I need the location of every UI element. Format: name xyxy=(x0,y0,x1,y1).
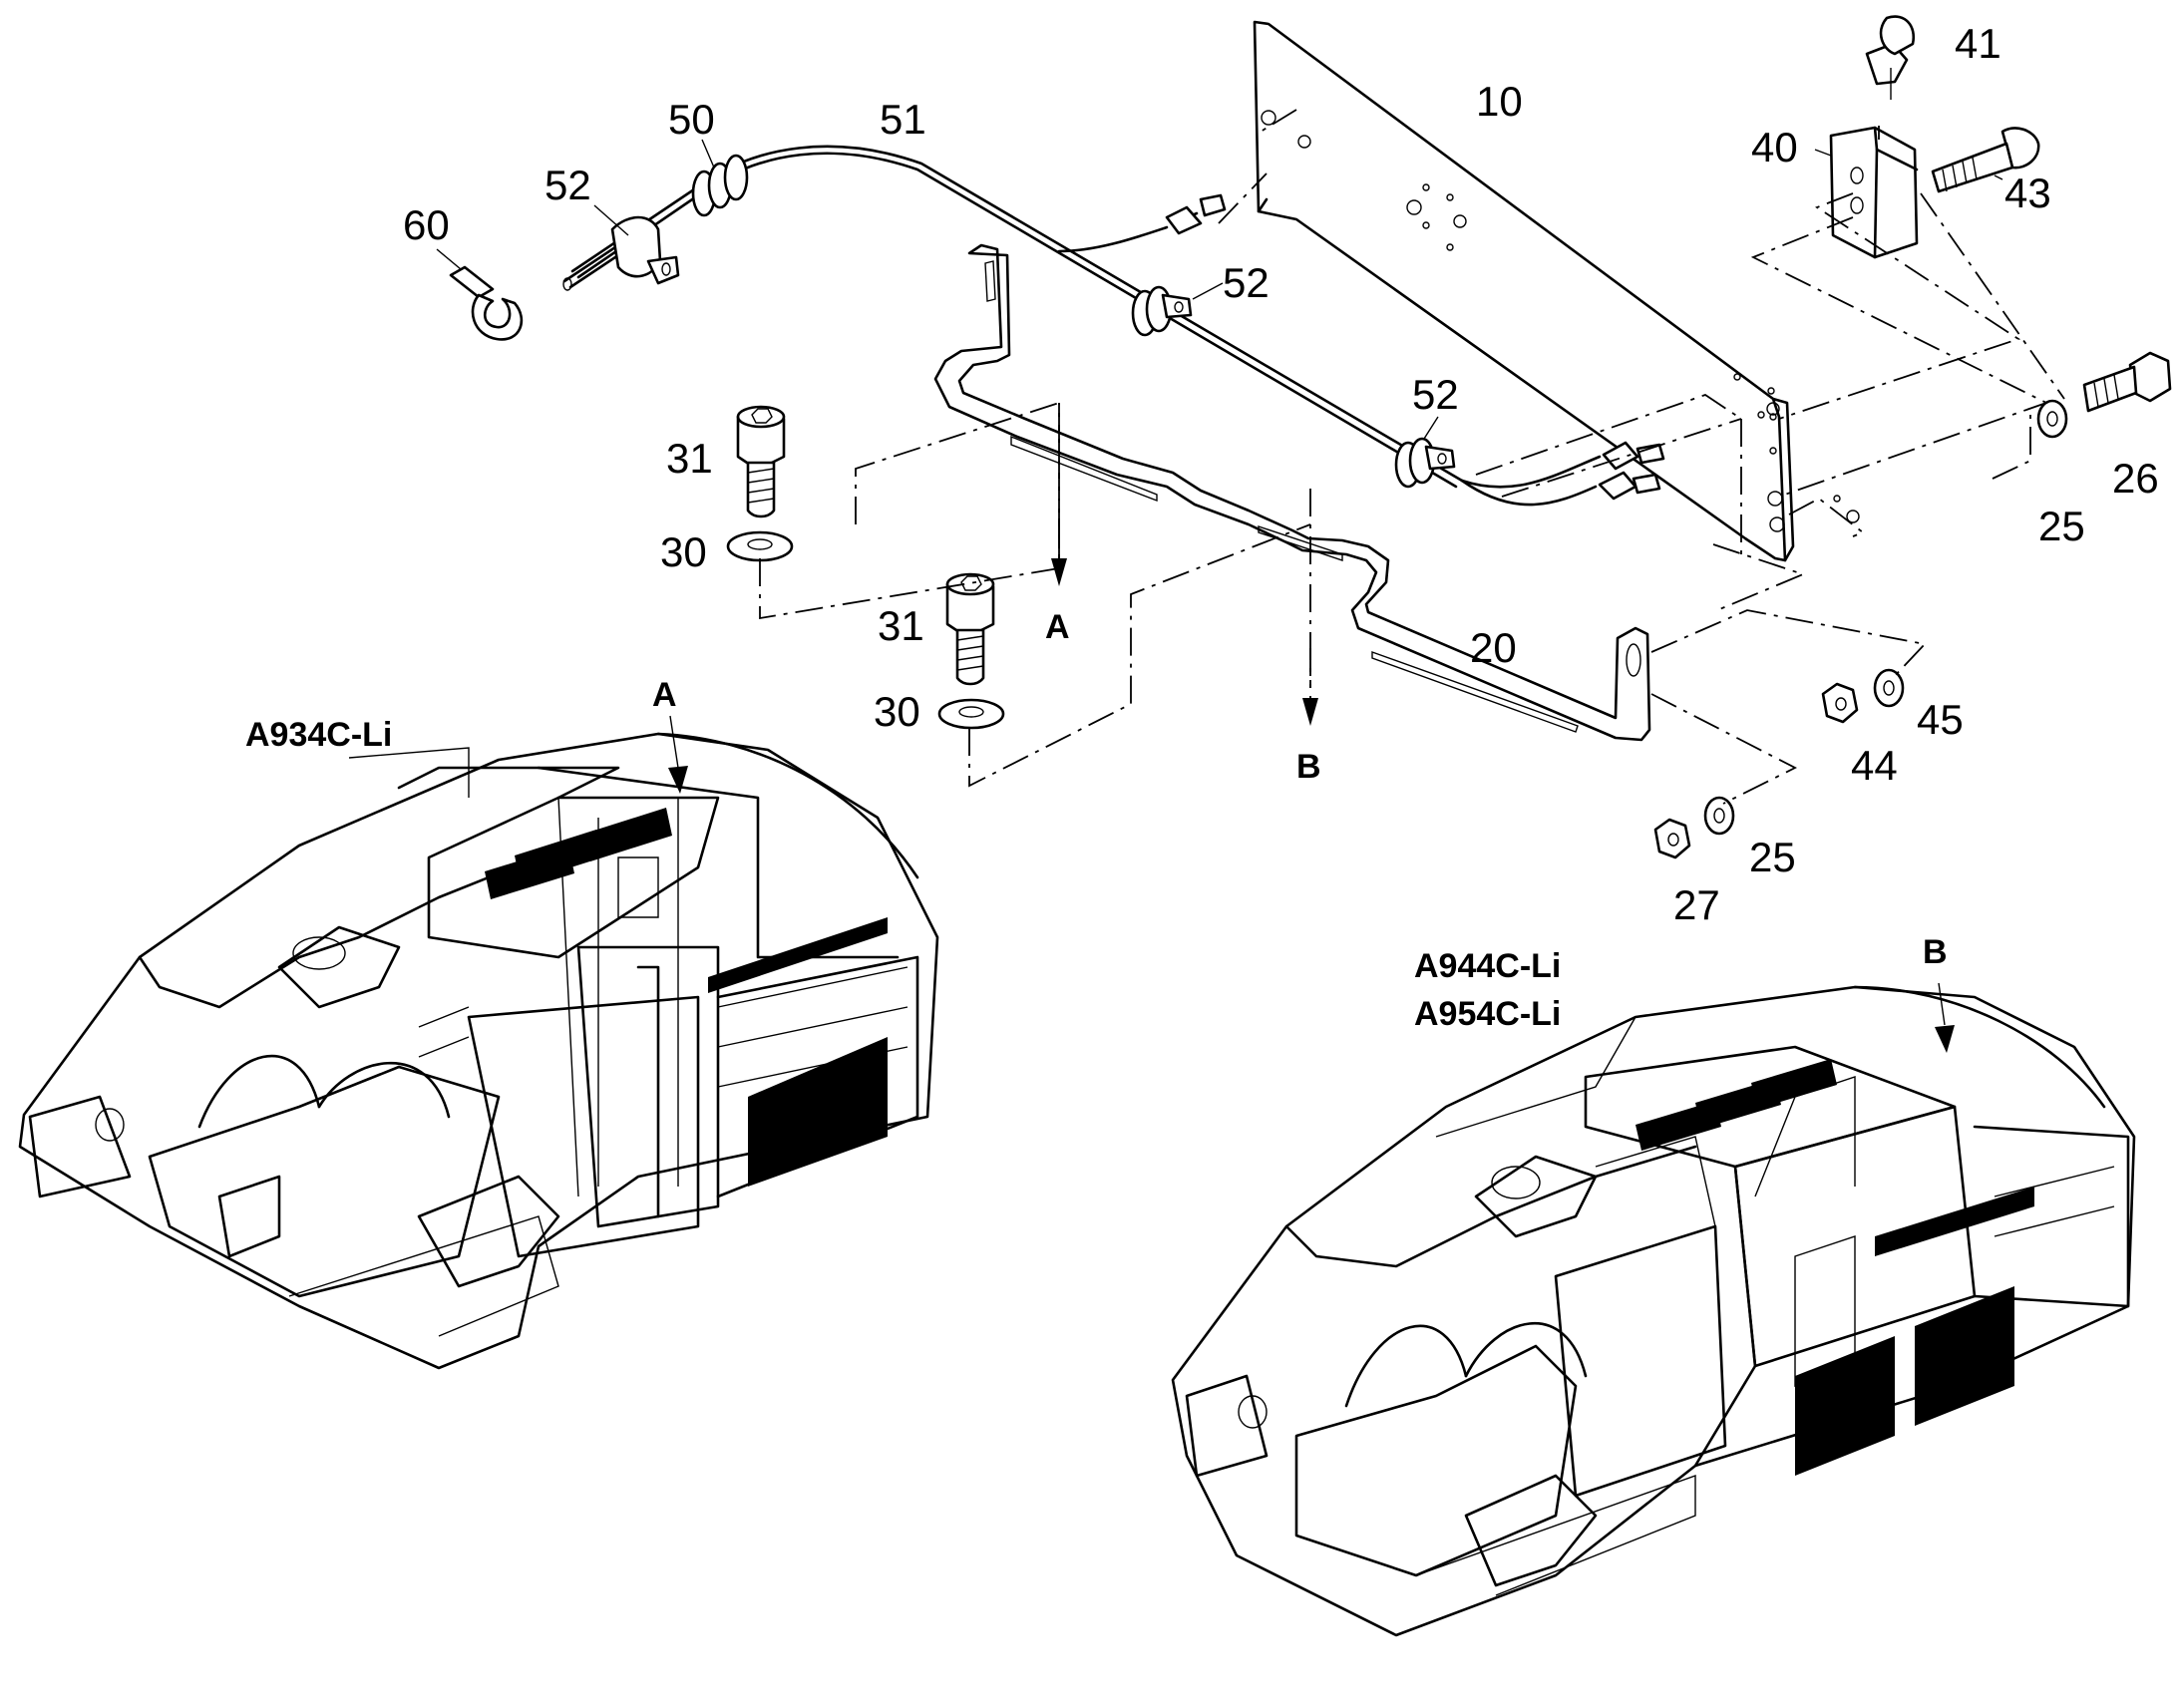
model-label-a944c: A944C-Li xyxy=(1414,947,1561,985)
callout-labels: 10 20 25 25 26 27 30 30 31 31 40 41 43 4… xyxy=(403,20,2159,928)
part-52-clamp-right xyxy=(1394,437,1456,489)
callout-40: 40 xyxy=(1751,124,1798,171)
callout-45: 45 xyxy=(1917,696,1964,743)
part-31-screw-right xyxy=(945,572,995,686)
view-ref-a-machine: A xyxy=(652,676,677,714)
machine-a934c-li xyxy=(18,715,939,1370)
model-labels: A934C-Li A944C-Li A954C-Li xyxy=(245,716,1561,1033)
callout-26: 26 xyxy=(2112,455,2159,502)
part-43-screw xyxy=(1931,127,2040,193)
view-arrow-b-exploded xyxy=(1302,648,1318,726)
part-20-bracket xyxy=(933,243,1651,742)
machine-a944c-a954c-li xyxy=(1171,982,2136,1637)
part-41-bulb xyxy=(1865,15,1916,86)
callout-52-left: 52 xyxy=(545,162,591,208)
part-26-bolt xyxy=(2082,351,2172,413)
callout-51: 51 xyxy=(880,96,926,143)
part-44-nut xyxy=(1821,682,1859,724)
part-31-screw-left xyxy=(736,405,786,518)
callout-25-top: 25 xyxy=(2038,503,2085,549)
assembly-lines xyxy=(759,109,2065,805)
callout-44: 44 xyxy=(1851,742,1898,789)
part-52-clamp-middle xyxy=(1131,285,1193,337)
callout-20: 20 xyxy=(1470,624,1517,671)
callout-31-left: 31 xyxy=(666,435,713,482)
view-ref-b-machine: B xyxy=(1923,933,1948,971)
callout-30-left: 30 xyxy=(660,528,707,575)
callout-43: 43 xyxy=(2004,170,2051,216)
model-label-a954c: A954C-Li xyxy=(1414,995,1561,1033)
part-27-nut xyxy=(1653,818,1691,859)
leader-lines xyxy=(436,68,2003,440)
part-60-cable-tie xyxy=(449,265,524,341)
callout-30-right: 30 xyxy=(874,688,920,735)
callout-52-right: 52 xyxy=(1412,371,1459,418)
part-30-washer-right xyxy=(937,698,1005,730)
callout-10: 10 xyxy=(1476,78,1523,125)
part-45-washer xyxy=(1873,668,1905,708)
part-30-washer-left xyxy=(726,530,794,562)
callout-25-bottom: 25 xyxy=(1749,834,1796,880)
callout-41: 41 xyxy=(1955,20,2001,67)
view-ref-labels: A B A B xyxy=(652,608,1948,971)
part-25-washer-top xyxy=(2036,399,2068,439)
callout-50: 50 xyxy=(668,96,715,143)
part-25-washer-bottom xyxy=(1703,796,1735,836)
part-40-lamp-housing xyxy=(1829,126,1919,259)
view-ref-a-exploded: A xyxy=(1045,608,1070,646)
part-10-mounting-plate xyxy=(1253,20,1860,562)
view-arrow-a-exploded xyxy=(1051,518,1067,586)
model-label-a934c: A934C-Li xyxy=(245,716,392,754)
part-50-grommet xyxy=(691,154,749,217)
callout-60: 60 xyxy=(403,201,450,248)
view-ref-b-exploded: B xyxy=(1296,748,1321,786)
callout-52-middle: 52 xyxy=(1223,259,1270,306)
callout-27: 27 xyxy=(1673,881,1720,928)
callout-31-right: 31 xyxy=(878,602,924,649)
